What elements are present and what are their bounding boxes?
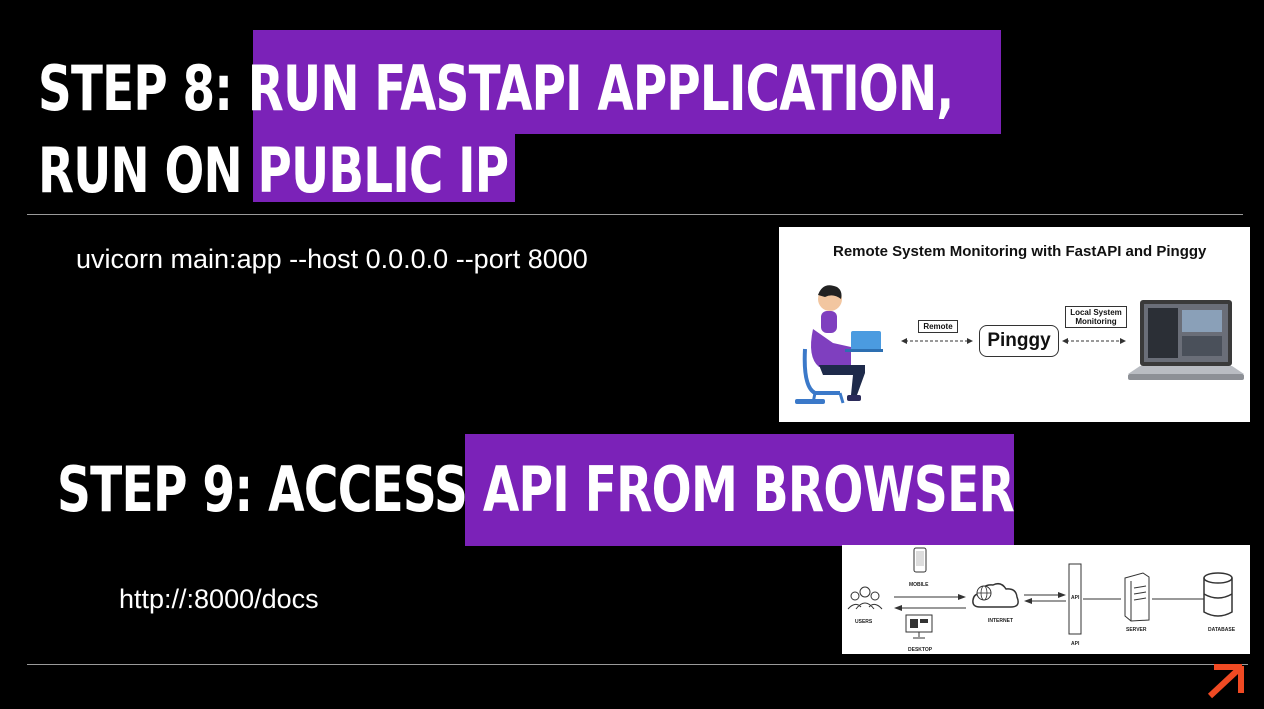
step8-heading-line2: RUN ON PUBLIC IP bbox=[38, 134, 510, 208]
laptop-illustration bbox=[1128, 300, 1244, 380]
arrow-logo-icon bbox=[1207, 664, 1244, 699]
users-label: USERS bbox=[855, 619, 873, 625]
desktop-icon bbox=[905, 614, 933, 639]
users-icon bbox=[847, 586, 883, 610]
highlight-step8-line2 bbox=[253, 134, 515, 202]
step9-highlight: API FROM BROWSER bbox=[482, 453, 1015, 526]
mobile-icon bbox=[913, 547, 927, 573]
api-label-inside: API bbox=[1071, 595, 1080, 601]
step8-prefix: STEP 8: bbox=[38, 52, 233, 125]
mobile-label: MOBILE bbox=[909, 582, 929, 588]
diagram-api-architecture: USERS MOBILE DESKTOP INTERNET bbox=[842, 545, 1250, 654]
step8-highlight-line2: PUBLIC IP bbox=[257, 134, 510, 207]
internet-label: INTERNET bbox=[988, 618, 1013, 624]
arrow-pinggy-laptop bbox=[1062, 338, 1126, 344]
database-label: DATABASE bbox=[1208, 627, 1236, 633]
step8-command: uvicorn main:app --host 0.0.0.0 --port 8… bbox=[76, 244, 588, 274]
server-icon bbox=[1124, 572, 1150, 622]
arrows-internet-api bbox=[1024, 592, 1066, 604]
diagram1-title: Remote System Monitoring with FastAPI an… bbox=[833, 243, 1207, 260]
database-icon bbox=[1203, 572, 1233, 617]
divider-bottom bbox=[27, 664, 1248, 665]
arrow-remote-pinggy bbox=[901, 338, 973, 344]
step9-heading: STEP 9: ACCESS API FROM BROWSER bbox=[57, 453, 1015, 527]
cloud-internet-icon bbox=[972, 582, 1019, 608]
step8-line2-start: RUN ON bbox=[38, 134, 243, 207]
pinggy-box: Pinggy bbox=[979, 325, 1059, 357]
api-label: API bbox=[1071, 641, 1080, 647]
step9-url: http://:8000/docs bbox=[119, 584, 319, 614]
divider-top bbox=[27, 214, 1243, 215]
desktop-label: DESKTOP bbox=[908, 647, 933, 653]
local-system-label: Local System Monitoring bbox=[1065, 306, 1127, 329]
person-at-laptop-illustration bbox=[795, 285, 883, 404]
arrows-users-internet bbox=[894, 594, 966, 611]
step9-prefix: STEP 9: ACCESS bbox=[57, 453, 468, 526]
line-server-database bbox=[1152, 598, 1204, 600]
step8-heading-line1: STEP 8: RUN FASTAPI APPLICATION, bbox=[38, 52, 954, 126]
line-api-server bbox=[1083, 598, 1121, 600]
remote-label: Remote bbox=[918, 320, 958, 334]
highlight-step8-line1 bbox=[253, 30, 1001, 134]
api-icon bbox=[1068, 563, 1082, 635]
highlight-step9 bbox=[465, 434, 1014, 546]
diagram-remote-monitoring: Remote System Monitoring with FastAPI an… bbox=[779, 227, 1250, 422]
server-label: SERVER bbox=[1126, 627, 1147, 633]
step8-highlight-line1: RUN FASTAPI APPLICATION, bbox=[247, 52, 954, 125]
